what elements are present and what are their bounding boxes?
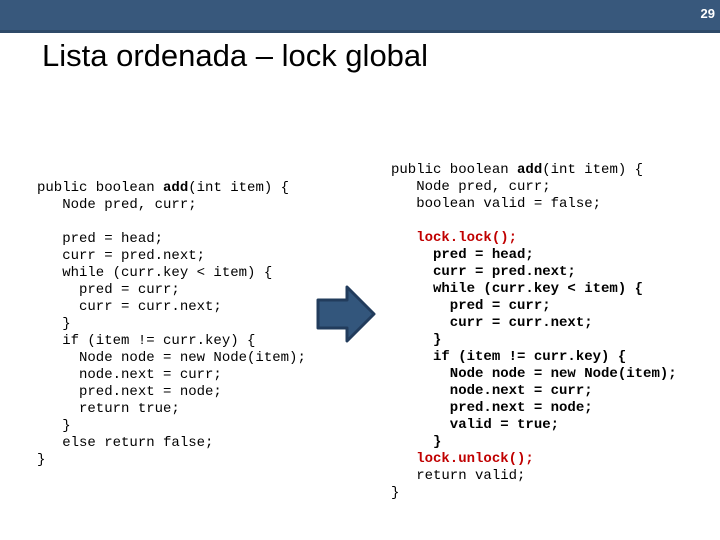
code-line: curr = pred.next; bbox=[37, 248, 306, 265]
code-line: } bbox=[391, 434, 677, 451]
code-segment: add bbox=[163, 180, 189, 196]
code-line: if (item != curr.key) { bbox=[391, 349, 677, 366]
code-line: } bbox=[37, 452, 306, 469]
code-line: if (item != curr.key) { bbox=[37, 333, 306, 350]
code-segment: curr = curr.next; bbox=[37, 299, 222, 315]
code-segment: while (curr.key < item) { bbox=[391, 281, 644, 297]
code-line: node.next = curr; bbox=[37, 367, 306, 384]
code-line: Node pred, curr; bbox=[37, 197, 306, 214]
code-line: while (curr.key < item) { bbox=[37, 265, 306, 282]
code-line: valid = true; bbox=[391, 417, 677, 434]
code-segment: (int item) { bbox=[188, 180, 290, 196]
code-line: } bbox=[391, 485, 677, 502]
code-line: Node pred, curr; bbox=[391, 179, 677, 196]
code-segment: while (curr.key < item) { bbox=[37, 265, 273, 281]
code-line bbox=[37, 214, 306, 231]
code-segment: if (item != curr.key) { bbox=[391, 349, 627, 365]
code-segment: curr = curr.next; bbox=[391, 315, 593, 331]
code-line: pred = curr; bbox=[391, 298, 677, 315]
code-segment: else return false; bbox=[37, 435, 214, 451]
page-number: 29 bbox=[700, 6, 715, 21]
code-block-locked-add: public boolean add(int item) { Node pred… bbox=[391, 162, 677, 502]
code-segment: boolean valid = false; bbox=[391, 196, 602, 212]
code-line: pred.next = node; bbox=[37, 384, 306, 401]
code-segment: public boolean bbox=[37, 180, 164, 196]
code-segment: Node pred, curr; bbox=[391, 179, 551, 195]
code-segment: add bbox=[517, 162, 543, 178]
code-segment: if (item != curr.key) { bbox=[37, 333, 256, 349]
code-line: boolean valid = false; bbox=[391, 196, 677, 213]
code-line: return true; bbox=[37, 401, 306, 418]
code-line: lock.unlock(); bbox=[391, 451, 677, 468]
code-segment: Node node = new Node(item); bbox=[391, 366, 677, 382]
code-segment: pred.next = node; bbox=[391, 400, 593, 416]
code-segment: } bbox=[391, 332, 442, 348]
code-line: pred = head; bbox=[37, 231, 306, 248]
code-line: while (curr.key < item) { bbox=[391, 281, 677, 298]
code-segment: curr = pred.next; bbox=[37, 248, 206, 264]
code-segment-lock-highlight: lock.unlock(); bbox=[391, 451, 534, 467]
code-block-unlocked-add: public boolean add(int item) { Node pred… bbox=[37, 180, 306, 469]
slide-title: Lista ordenada – lock global bbox=[42, 38, 429, 73]
code-line: node.next = curr; bbox=[391, 383, 677, 400]
code-line: pred = head; bbox=[391, 247, 677, 264]
code-segment: Node pred, curr; bbox=[37, 197, 197, 213]
code-segment: Node node = new Node(item); bbox=[37, 350, 306, 366]
code-line: curr = curr.next; bbox=[37, 299, 306, 316]
code-line: else return false; bbox=[37, 435, 306, 452]
code-segment: pred = head; bbox=[391, 247, 534, 263]
code-segment: curr = pred.next; bbox=[391, 264, 576, 280]
code-line: pred = curr; bbox=[37, 282, 306, 299]
code-segment: return true; bbox=[37, 401, 180, 417]
code-segment: public boolean bbox=[391, 162, 518, 178]
code-line: } bbox=[37, 316, 306, 333]
code-segment: valid = true; bbox=[391, 417, 560, 433]
code-line: public boolean add(int item) { bbox=[391, 162, 677, 179]
code-line: Node node = new Node(item); bbox=[37, 350, 306, 367]
code-segment: } bbox=[37, 418, 71, 434]
code-line: } bbox=[37, 418, 306, 435]
code-line: curr = curr.next; bbox=[391, 315, 677, 332]
code-segment: pred = curr; bbox=[37, 282, 180, 298]
code-segment: (int item) { bbox=[542, 162, 644, 178]
code-line: Node node = new Node(item); bbox=[391, 366, 677, 383]
code-line: } bbox=[391, 332, 677, 349]
code-line: return valid; bbox=[391, 468, 677, 485]
code-segment: return valid; bbox=[391, 468, 526, 484]
code-segment: pred = head; bbox=[37, 231, 164, 247]
code-segment: } bbox=[391, 485, 400, 501]
right-arrow-icon bbox=[316, 285, 376, 343]
code-line: curr = pred.next; bbox=[391, 264, 677, 281]
code-segment: } bbox=[37, 452, 46, 468]
code-segment-lock-highlight: lock.lock(); bbox=[391, 230, 518, 246]
code-segment: pred = curr; bbox=[391, 298, 551, 314]
code-line bbox=[391, 213, 677, 230]
code-segment: node.next = curr; bbox=[37, 367, 222, 383]
code-segment: node.next = curr; bbox=[391, 383, 593, 399]
code-segment: pred.next = node; bbox=[37, 384, 222, 400]
right-arrow-shape bbox=[316, 285, 376, 343]
code-line: pred.next = node; bbox=[391, 400, 677, 417]
slide-header-bar: 29 bbox=[0, 0, 720, 33]
code-line: lock.lock(); bbox=[391, 230, 677, 247]
code-line: public boolean add(int item) { bbox=[37, 180, 306, 197]
transform-arrow bbox=[315, 284, 377, 344]
code-segment: } bbox=[37, 316, 71, 332]
code-segment: } bbox=[391, 434, 442, 450]
